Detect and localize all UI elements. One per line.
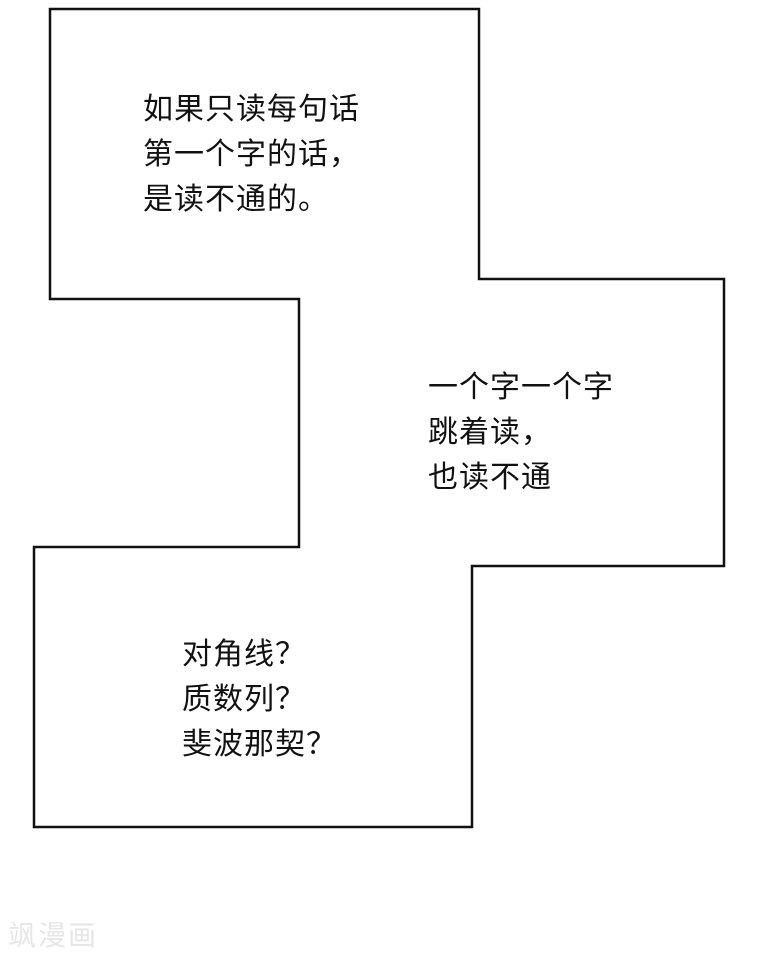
caption-line: 跳着读， [428, 415, 552, 450]
caption-line: 质数列？ [182, 682, 306, 717]
caption-guesses: 对角线？ 质数列？ 斐波那契？ [182, 632, 337, 767]
caption-line: 如果只读每句话 [143, 92, 360, 127]
caption-line: 是读不通的。 [143, 182, 329, 217]
caption-line: 斐波那契？ [182, 727, 337, 762]
caption-line: 第一个字的话， [143, 137, 360, 172]
caption-line: 对角线？ [182, 637, 306, 672]
caption-skip-letters: 一个字一个字 跳着读， 也读不通 [428, 365, 614, 500]
caption-line: 也读不通 [428, 460, 552, 495]
caption-line: 一个字一个字 [428, 370, 614, 405]
watermark-logo: 飒漫画 [8, 919, 99, 952]
caption-first-letters: 如果只读每句话 第一个字的话， 是读不通的。 [143, 87, 360, 222]
